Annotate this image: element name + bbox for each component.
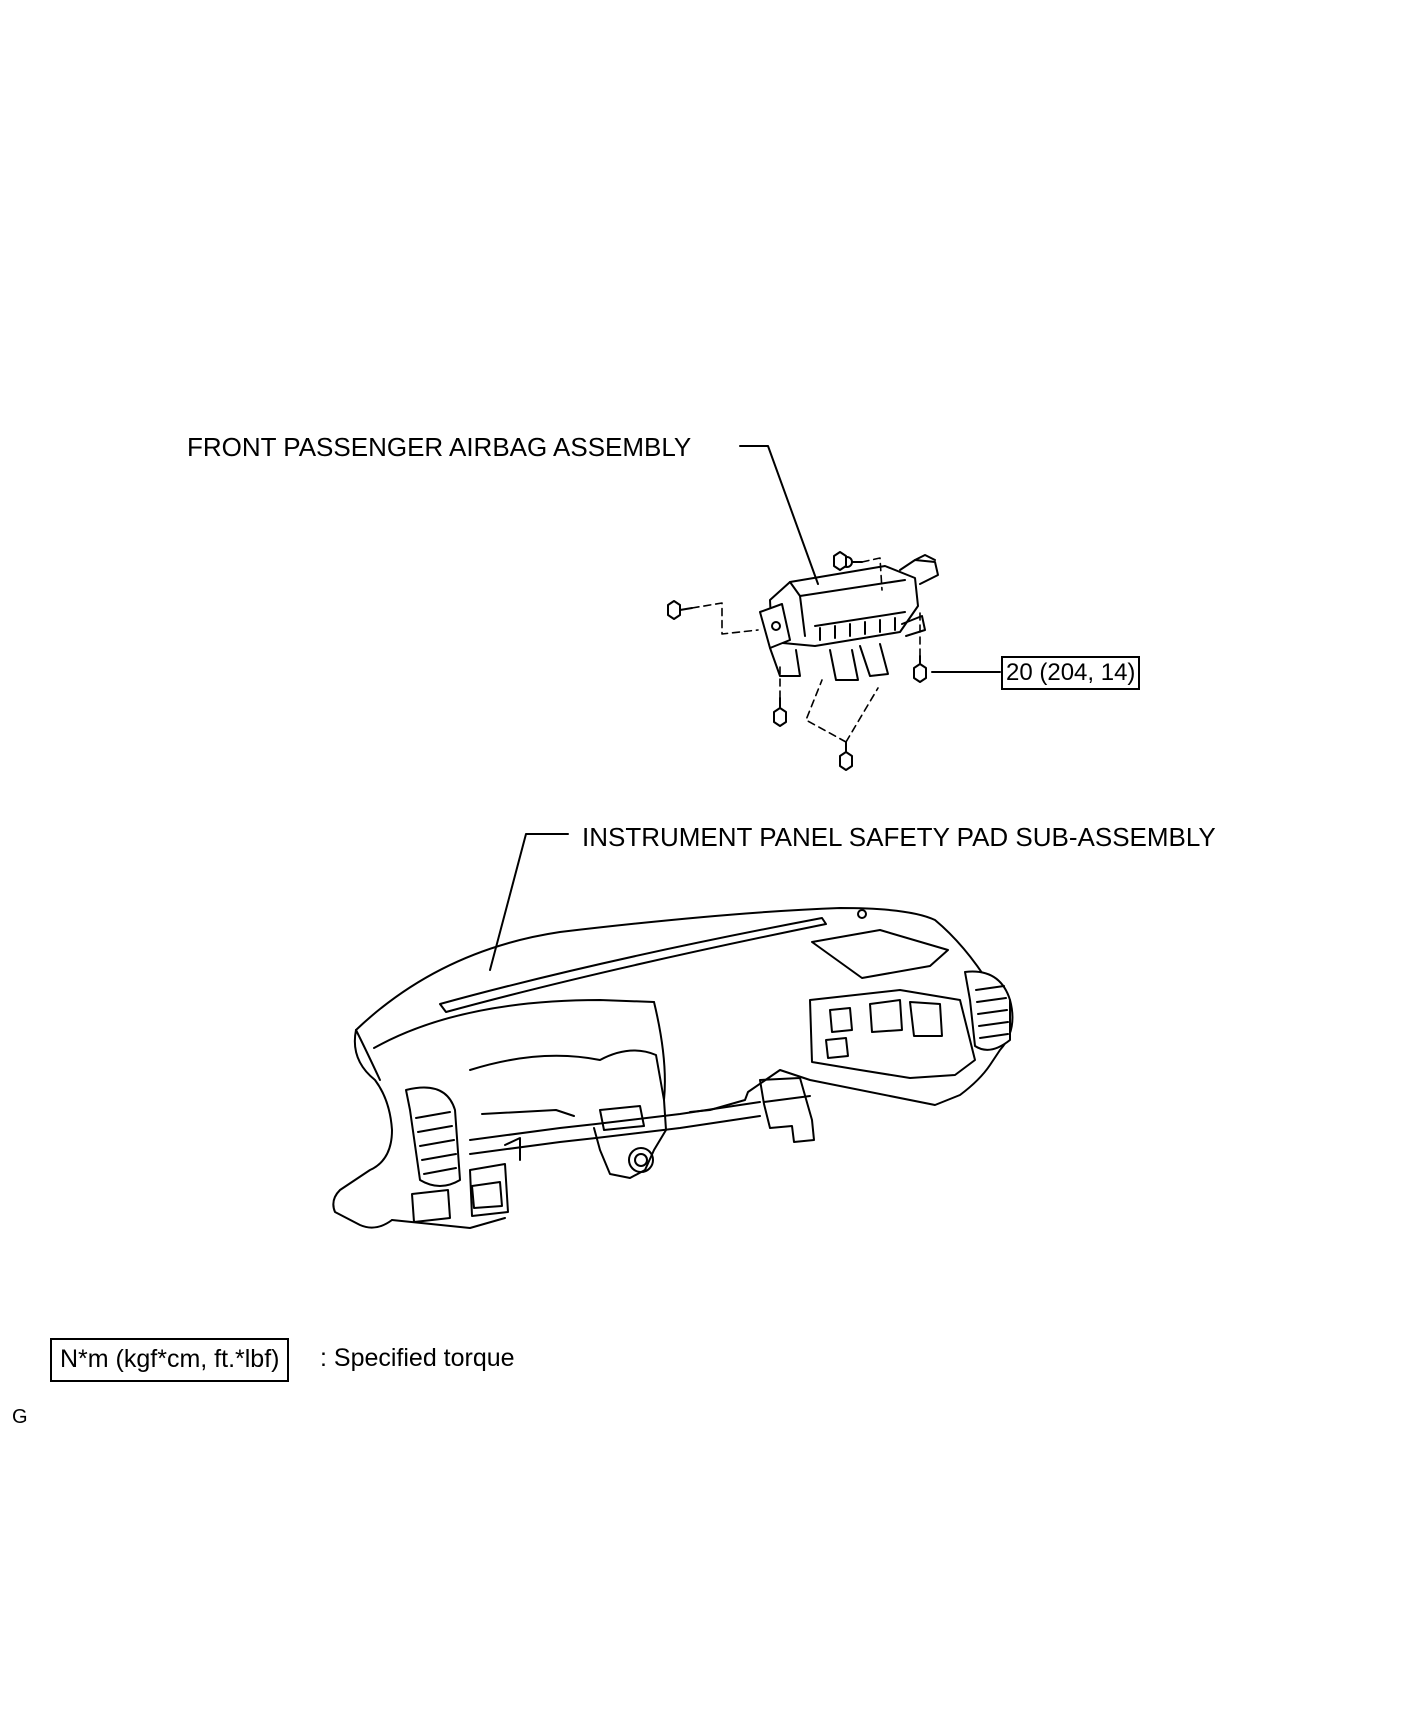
airbag-assembly-label: FRONT PASSENGER AIRBAG ASSEMBLY (187, 432, 692, 462)
dashed-guide-lines (691, 557, 921, 743)
bolt-icon (773, 697, 787, 727)
bolt-icon (913, 655, 927, 683)
bolt-icon (833, 551, 863, 571)
torque-value-box: 20 (204, 14) (1001, 656, 1141, 691)
safety-pad-leader-line (489, 833, 569, 971)
safety-pad-label: INSTRUMENT PANEL SAFETY PAD SUB-ASSEMBLY (582, 822, 1216, 852)
legend-text: : Specified torque (320, 1344, 515, 1372)
bolt-icon-group (667, 551, 927, 771)
corner-code: G (12, 1406, 28, 1428)
bolt-icon (667, 600, 693, 620)
airbag-leader-line (739, 445, 819, 585)
legend-unit-box: N*m (kgf*cm, ft.*lbf) (50, 1338, 290, 1382)
airbag-assembly-drawing (759, 554, 939, 681)
bolt-icon (839, 741, 853, 771)
safety-pad-drawing (332, 907, 1014, 1229)
